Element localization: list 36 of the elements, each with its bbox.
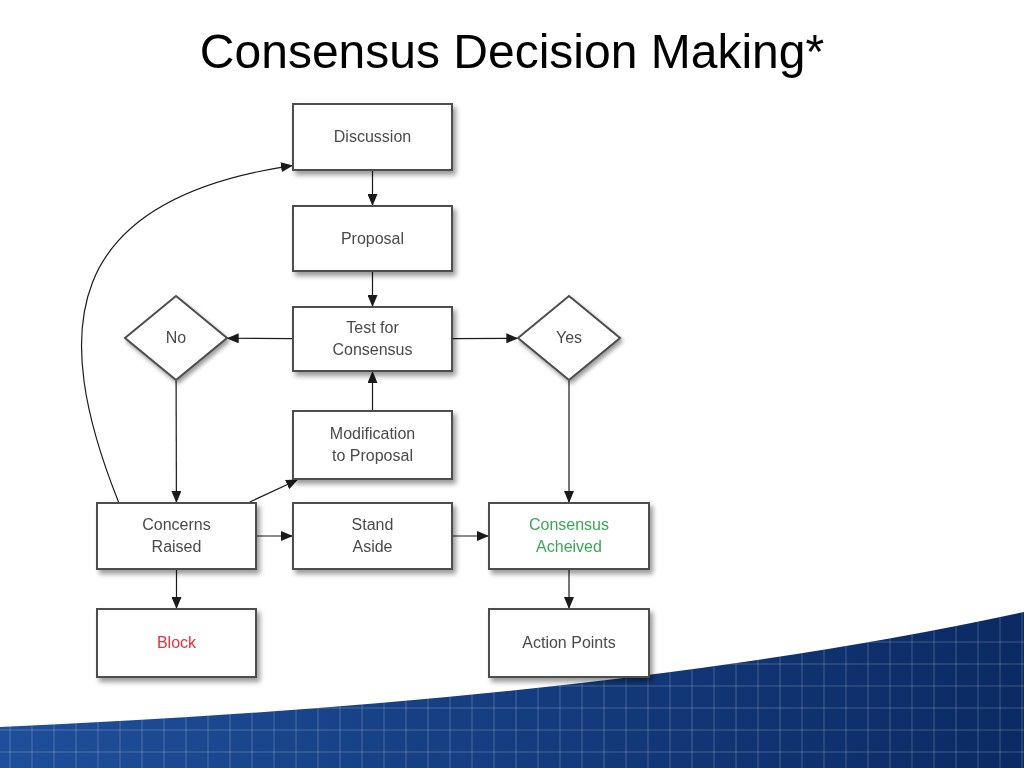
process-box bbox=[292, 103, 453, 171]
arrow bbox=[226, 333, 293, 344]
decision-label: No bbox=[164, 328, 188, 348]
arrow bbox=[171, 380, 182, 503]
step-label: Discussion bbox=[332, 127, 413, 147]
decision-label: Yes bbox=[554, 328, 584, 348]
step-label: Modification to Proposal bbox=[328, 424, 417, 466]
arrow bbox=[367, 371, 378, 411]
arrow bbox=[171, 569, 182, 609]
arrow bbox=[367, 271, 378, 307]
process-box bbox=[488, 608, 650, 678]
step-label: Block bbox=[155, 633, 198, 653]
process-box bbox=[292, 205, 453, 272]
process-box bbox=[96, 608, 257, 678]
decision-diamond bbox=[517, 295, 621, 381]
arrow bbox=[452, 531, 489, 541]
process-box bbox=[96, 502, 257, 570]
step-label: Action Points bbox=[521, 633, 617, 653]
arrow bbox=[80, 162, 293, 503]
arrow bbox=[256, 531, 293, 541]
process-box bbox=[488, 502, 650, 570]
step-label: Test for Consensus bbox=[331, 318, 414, 360]
step-label: Consensus Acheived bbox=[527, 515, 610, 557]
arrow bbox=[564, 380, 574, 503]
process-box bbox=[292, 306, 453, 372]
step-label: Concerns Raised bbox=[141, 515, 212, 557]
process-box bbox=[292, 502, 453, 570]
process-box bbox=[292, 410, 453, 480]
arrow bbox=[452, 333, 519, 344]
step-label: Stand Aside bbox=[350, 515, 395, 557]
arrow bbox=[367, 170, 378, 206]
slide-title: Consensus Decision Making* bbox=[198, 24, 826, 80]
step-label: Proposal bbox=[339, 228, 406, 249]
arrow bbox=[564, 569, 574, 609]
decision-diamond bbox=[124, 295, 228, 381]
arrow bbox=[249, 479, 298, 503]
